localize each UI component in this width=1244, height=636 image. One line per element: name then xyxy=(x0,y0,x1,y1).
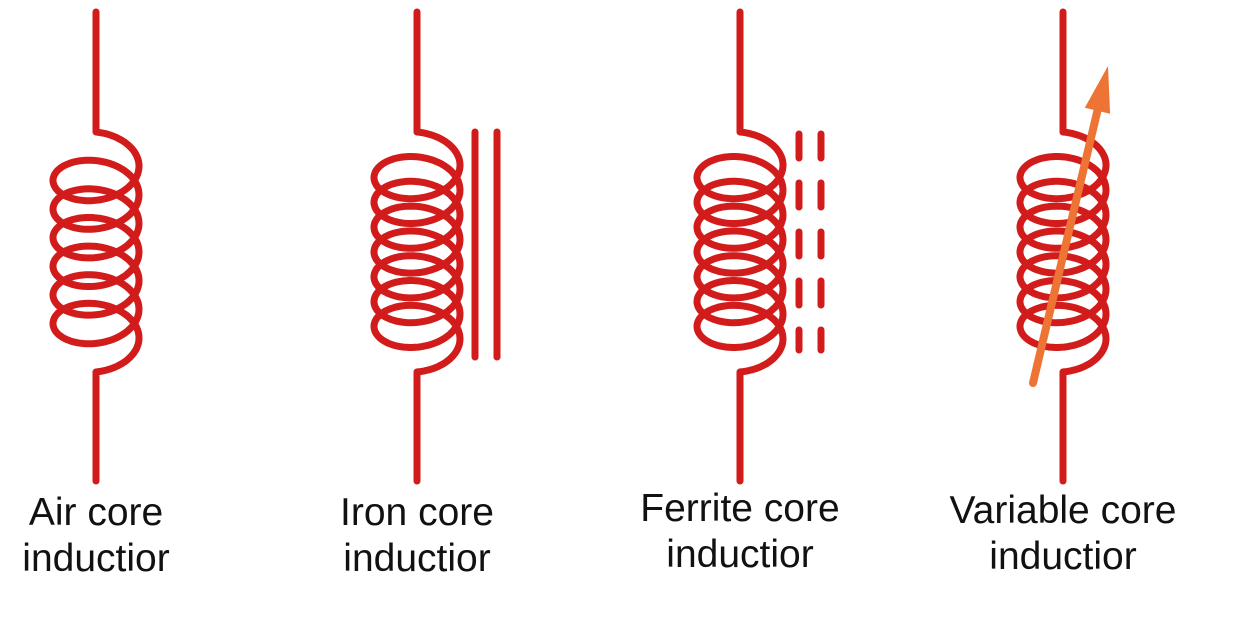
label-line-2: inductior xyxy=(343,537,491,580)
label-line-1: Iron core xyxy=(340,491,494,534)
label-line-2: inductior xyxy=(989,535,1137,578)
ferrite-core-inductor-symbol xyxy=(693,8,825,485)
label-line-2: inductior xyxy=(22,537,170,580)
coil-and-leads xyxy=(370,8,464,485)
label-iron-core-inductor: Iron core inductior xyxy=(255,490,579,582)
label-line-1: Variable core xyxy=(949,489,1177,532)
label-variable-core-inductor: Variable core inductior xyxy=(901,488,1225,580)
coil-and-leads xyxy=(1016,8,1110,485)
coil-and-leads xyxy=(693,8,787,485)
label-line-1: Air core xyxy=(28,491,164,534)
variable-arrow-head-icon xyxy=(1084,66,1111,114)
air-core-inductor-symbol xyxy=(49,8,143,485)
iron-core-inductor-symbol xyxy=(370,8,501,485)
coil-and-leads xyxy=(49,8,143,485)
label-line-1: Ferrite core xyxy=(640,487,840,530)
label-line-2: inductior xyxy=(666,533,814,576)
variable-core-inductor-symbol xyxy=(1016,8,1111,485)
label-ferrite-core-inductor: Ferrite core inductior xyxy=(578,486,902,578)
variable-arrow-shaft xyxy=(1029,100,1103,387)
label-air-core-inductor: Air core inductior xyxy=(0,490,258,582)
